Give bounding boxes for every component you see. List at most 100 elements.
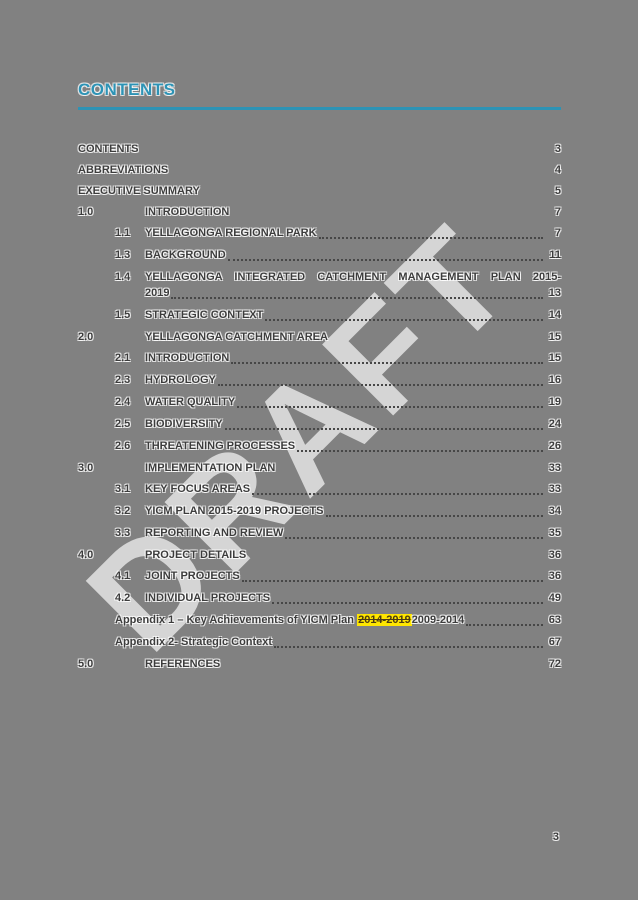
toc-row: EXECUTIVE SUMMARY 5 <box>78 183 561 199</box>
toc-page-number: 15 <box>548 352 561 364</box>
toc-page-number: 7 <box>554 227 561 239</box>
toc-page-number: 15 <box>548 331 561 343</box>
toc-section-number: 2.4 <box>115 396 131 408</box>
toc-section-number: 1.4 <box>115 271 131 283</box>
toc-entry-label: INTRODUCTION <box>145 352 230 364</box>
dot-leader <box>231 350 543 364</box>
toc-entry-label: IMPLEMENTATION PLAN <box>145 462 276 474</box>
toc-section-number: 4.0 <box>78 549 94 561</box>
toc-section-number: 2.6 <box>115 440 131 452</box>
toc-entry-label: KEY FOCUS AREAS <box>145 483 251 495</box>
toc-page-number: 36 <box>548 549 561 561</box>
toc-section-number: 3.2 <box>115 505 131 517</box>
toc-row: ABBREVIATIONS 4 <box>78 162 561 178</box>
toc-section-number: 1.3 <box>115 249 131 261</box>
dot-leader <box>217 372 543 386</box>
toc-section-number: 2.1 <box>115 352 131 364</box>
toc-row: Appendix 2- Strategic Context 67 <box>78 634 561 651</box>
toc-row: 4.2 INDIVIDUAL PROJECTS 49 <box>78 590 561 607</box>
dot-leader <box>252 481 543 495</box>
toc-entry-label: PROJECT DETAILS <box>145 549 247 561</box>
toc-section-number: 1.1 <box>115 227 131 239</box>
toc-page-number: 14 <box>548 309 561 321</box>
title-rule <box>78 107 561 110</box>
dot-leader <box>318 225 543 239</box>
dot-leader <box>466 612 543 626</box>
toc-row: 1.5 STRATEGIC CONTEXT 14 <box>78 307 561 324</box>
dot-leader <box>297 438 543 452</box>
toc-entry-label: REFERENCES <box>145 658 221 670</box>
toc-row: Appendix 1 – Key Achievements of YICM Pl… <box>78 612 561 629</box>
dot-leader <box>272 590 543 604</box>
toc-row: 1.3 BACKGROUND 11 <box>78 247 561 264</box>
toc-page-number: 72 <box>548 658 561 670</box>
toc-page-number: 49 <box>548 592 561 604</box>
toc-entry-label: BACKGROUND <box>145 249 226 261</box>
toc-entry-label: THREATENING PROCESSES <box>145 440 296 452</box>
toc-page-number: 11 <box>549 249 561 261</box>
toc-entry-label: Appendix 1 – Key Achievements of YICM Pl… <box>115 614 465 626</box>
toc-row: 1.4 YELLAGONGA INTEGRATED CATCHMENT MANAG… <box>78 269 561 302</box>
dot-leader <box>171 285 543 299</box>
toc-entry-label: ABBREVIATIONS <box>78 164 169 176</box>
toc-page-number: 67 <box>548 636 561 648</box>
toc-section-number: 3.0 <box>78 462 94 474</box>
toc-section-number: 2.5 <box>115 418 131 430</box>
toc-page-number: 3 <box>554 143 561 155</box>
toc-entry-label: 2019 <box>145 287 170 299</box>
toc-entry-label: YICM PLAN 2015-2019 PROJECTS <box>145 505 324 517</box>
toc-row: 3.2 YICM PLAN 2015-2019 PROJECTS 34 <box>78 503 561 520</box>
footer-page-number: 3 <box>552 831 559 843</box>
toc-page-number: 19 <box>548 396 561 408</box>
toc-page-number: 34 <box>548 505 561 517</box>
toc-section-number: 3.3 <box>115 527 131 539</box>
toc-entry-label: HYDROLOGY <box>145 374 216 386</box>
toc-section-number: 5.0 <box>78 658 94 670</box>
toc-entry-label: STRATEGIC CONTEXT <box>145 309 264 321</box>
toc-page-number: 63 <box>548 614 561 626</box>
dot-leader <box>227 247 543 261</box>
toc-entry-label-line2: 2019 13 <box>145 285 561 302</box>
toc-entry-label: CONTENTS <box>78 143 139 155</box>
dot-leader <box>224 416 543 430</box>
toc-entry-label: EXECUTIVE SUMMARY <box>78 185 200 197</box>
toc-entry-label: Appendix 2- Strategic Context <box>115 636 273 648</box>
dot-leader <box>274 634 543 648</box>
toc-row: 2.1 INTRODUCTION 15 <box>78 350 561 367</box>
toc-section-number: 1.0 <box>78 206 94 218</box>
dot-leader <box>241 568 543 582</box>
toc-entry-label: WATER QUALITY <box>145 396 236 408</box>
toc-entry-label: YELLAGONGA INTEGRATED CATCHMENT MANAGEME… <box>145 271 561 283</box>
toc-row: 2.0 YELLAGONGA CATCHMENT AREA 15 <box>78 329 561 345</box>
toc-entry-label: INDIVIDUAL PROJECTS <box>145 592 271 604</box>
dot-leader <box>285 525 543 539</box>
toc-page-number: 36 <box>548 570 561 582</box>
toc-page-number: 5 <box>554 185 561 197</box>
dot-leader <box>237 394 543 408</box>
toc-entry-label: YELLAGONGA CATCHMENT AREA <box>145 331 328 343</box>
highlighted-deleted-text: 2014-2019 <box>357 614 412 626</box>
toc-page-number: 4 <box>554 164 561 176</box>
toc-row: 4.0 PROJECT DETAILS 36 <box>78 547 561 563</box>
toc-section-number: 2.0 <box>78 331 94 343</box>
toc-section-number: 4.2 <box>115 592 131 604</box>
toc-row: 2.4 WATER QUALITY 19 <box>78 394 561 411</box>
toc-page-number: 13 <box>548 287 561 299</box>
toc-row: CONTENTS 3 <box>78 141 561 157</box>
toc-page-number: 16 <box>548 374 561 386</box>
toc-page-number: 7 <box>554 206 561 218</box>
toc-entry-wrap: YELLAGONGA INTEGRATED CATCHMENT MANAGEME… <box>145 269 561 302</box>
toc-section-number: 1.5 <box>115 309 131 321</box>
page-title: CONTENTS <box>78 80 176 99</box>
toc-page-number: 33 <box>548 483 561 495</box>
toc-entry-label: REPORTING AND REVIEW <box>145 527 284 539</box>
